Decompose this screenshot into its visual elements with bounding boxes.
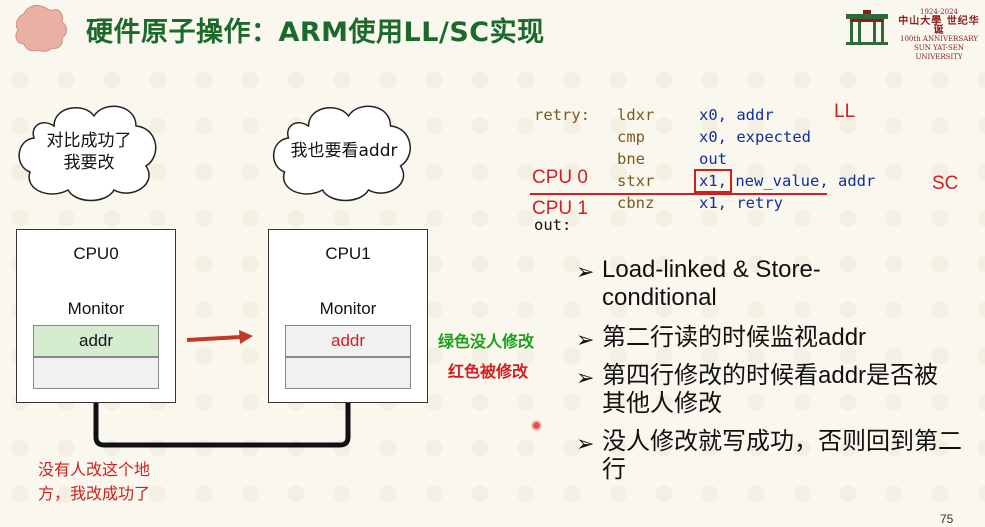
code-label-out: out: <box>534 216 572 234</box>
cpu1-monitor-empty-cell <box>285 357 411 389</box>
cpu1-code-annotation: CPU 1 <box>532 198 588 219</box>
code-op-cmp: cmp <box>617 128 645 146</box>
bullet-arrow-icon: ➢ <box>576 431 595 456</box>
legend-green-text: 绿色没人修改 <box>438 332 535 351</box>
bullet-1: ➢ Load-linked & Store-conditional <box>576 256 976 316</box>
cpu1-monitor-addr-cell: addr <box>285 325 411 357</box>
code-args-bne: out <box>699 150 727 168</box>
logo-years: 1924-2024 <box>920 8 958 16</box>
slide-title: 硬件原子操作：ARM使用LL/SC实现 <box>86 17 545 48</box>
cpu-bus-line <box>93 385 351 448</box>
bottom-note-line1: 没有人改这个地 <box>38 460 151 479</box>
ll-annotation: LL <box>834 101 856 122</box>
code-args-cbnz: x1, retry <box>699 194 783 212</box>
cpu1-name: CPU1 <box>325 244 371 263</box>
code-op-stxr: stxr <box>617 172 655 190</box>
red-arrow-icon <box>186 330 253 344</box>
bullet-2-text: 第二行读的时候监视addr <box>602 324 867 351</box>
sc-annotation: SC <box>932 173 959 194</box>
title-badge-icon <box>15 5 67 52</box>
bullet-1-text: Load-linked & Store-conditional <box>602 256 821 311</box>
bullet-arrow-icon: ➢ <box>576 327 595 352</box>
pointer-dot <box>533 422 540 429</box>
code-op-ldxr: ldxr <box>617 106 655 124</box>
legend-red-text: 红色被修改 <box>448 362 529 381</box>
cpu0-code-annotation: CPU 0 <box>532 167 588 188</box>
cpu1-monitor-label: Monitor <box>319 299 377 318</box>
code-label-retry: retry: <box>534 106 590 124</box>
code-args-cmp: x0, expected <box>699 128 811 146</box>
code-op-bne: bne <box>617 150 645 168</box>
page-number: 75 <box>940 512 954 526</box>
code-block: retry: ldxr x0, addr cmp x0, expected bn… <box>534 104 964 244</box>
code-args-stxr-reg: x1, <box>699 172 727 190</box>
cpu0-monitor-empty-cell <box>33 357 159 389</box>
cloud-cpu0-text: 对比成功了 我要改 <box>34 130 144 174</box>
bullet-4-text: 没人修改就写成功，否则回到第二行 <box>602 428 962 483</box>
bullet-arrow-icon: ➢ <box>576 259 595 284</box>
university-gate-logo-icon <box>846 10 888 45</box>
code-op-cbnz: cbnz <box>617 194 655 212</box>
logo-anniversary: 100th ANNIVERSARY <box>900 35 978 43</box>
thought-cloud-cpu0 <box>18 105 157 202</box>
cloud-cpu0-line2: 我要改 <box>63 153 115 173</box>
cpu-divider-line <box>530 193 827 195</box>
cloud-cpu0-line1: 对比成功了 <box>46 131 132 151</box>
cpu0-name: CPU0 <box>73 244 119 263</box>
cloud-cpu1-line1: 我也要看addr <box>290 141 398 161</box>
cloud-cpu1-text: 我也要看addr <box>282 140 406 162</box>
x1-highlight-box <box>694 169 732 193</box>
logo-university: SUN YAT-SEN UNIVERSITY <box>914 44 964 61</box>
logo-name-cn: 中山大學 世纪华诞 <box>898 16 980 36</box>
cpu0-monitor-addr-cell: addr <box>33 325 159 357</box>
bullet-arrow-icon: ➢ <box>576 365 595 390</box>
bullet-3-text: 第四行修改的时候看addr是否被其他人修改 <box>602 362 939 417</box>
bottom-note-line2: 方，我改成功了 <box>38 484 151 503</box>
university-logo-text: 1924-2024 中山大學 世纪华诞 100th ANNIVERSARY SU… <box>897 8 981 62</box>
code-args-stxr-rest: new_value, addr <box>726 172 876 190</box>
code-args-ldxr: x0, addr <box>699 106 774 124</box>
cpu0-monitor-label: Monitor <box>67 299 125 318</box>
bottom-note: 没有人改这个地 方，我改成功了 <box>38 458 150 506</box>
thought-cloud-cpu1 <box>273 105 411 202</box>
